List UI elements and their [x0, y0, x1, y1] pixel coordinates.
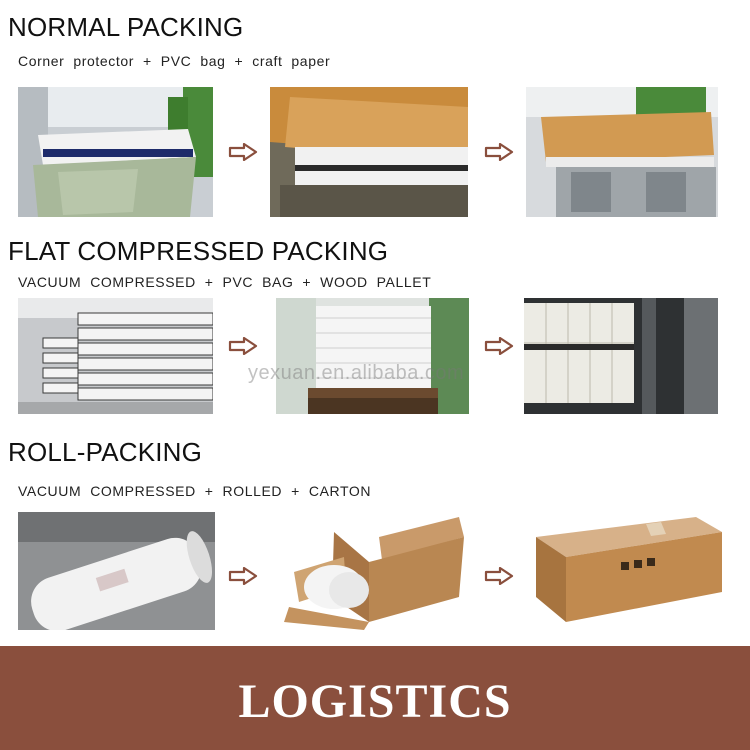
arrow-icon: [484, 143, 514, 161]
arrow-icon: [228, 143, 258, 161]
photo-mattress-corner-protector: [18, 87, 213, 217]
arrow-icon: [228, 337, 258, 355]
section-title-roll: ROLL-PACKING: [8, 437, 203, 467]
photo-sealed-carton: [526, 512, 722, 630]
section-title-normal: NORMAL PACKING: [8, 12, 244, 42]
photo-rolled-mattress: [18, 512, 215, 630]
banner-title: LOGISTICS: [238, 675, 512, 728]
logistics-banner: [0, 646, 750, 750]
photo-mattress-pvc-bag: [270, 87, 468, 217]
arrow-icon: [228, 567, 258, 585]
arrow-icon: [484, 337, 514, 355]
arrow-icon: [484, 567, 514, 585]
section-subtitle-flat: VACUUM COMPRESSED + PVC BAG + WOOD PALLE…: [18, 274, 432, 290]
photo-mattress-craft-paper: [526, 87, 718, 217]
photo-compressed-stacks: [18, 298, 213, 414]
watermark-text: yexuan.en.alibaba.com: [248, 362, 465, 384]
photo-compressed-on-pallet: [276, 298, 469, 414]
section-subtitle-roll: VACUUM COMPRESSED + ROLLED + CARTON: [18, 483, 372, 499]
section-title-flat: FLAT COMPRESSED PACKING: [8, 236, 389, 266]
section-subtitle-normal: Corner protector + PVC bag + craft paper: [18, 53, 331, 69]
photo-rolled-in-carton: [274, 512, 468, 630]
photo-forklift-loading: [524, 298, 718, 414]
